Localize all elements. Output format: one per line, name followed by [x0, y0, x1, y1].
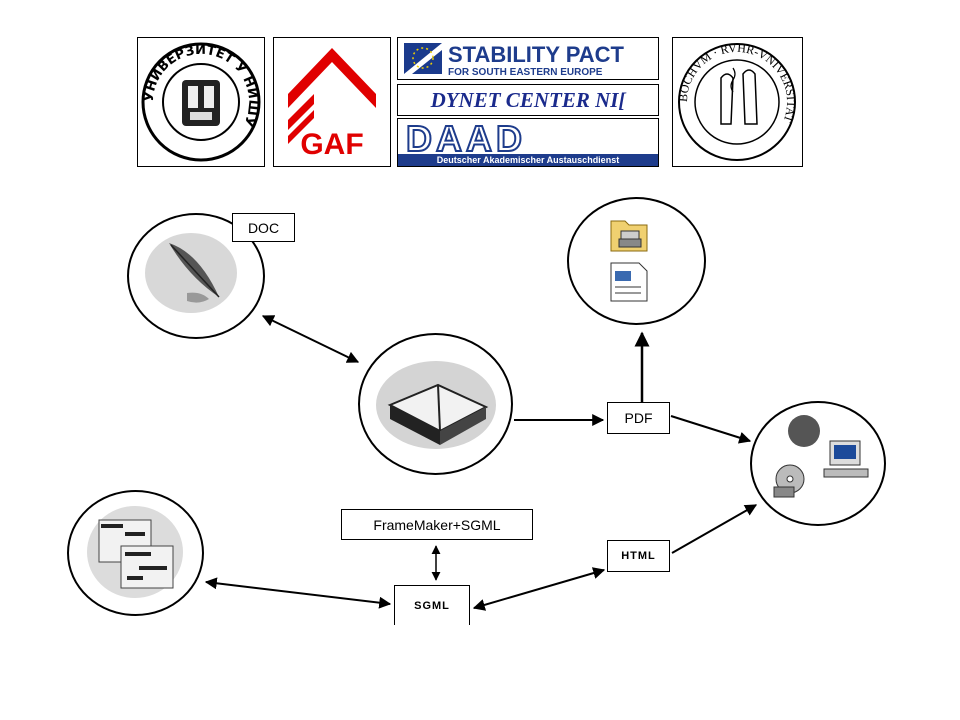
- quill-pen-icon: [145, 233, 237, 313]
- daad-text: DAAD: [406, 119, 526, 159]
- gaf-logo: GAF: [273, 37, 391, 167]
- cd-disc-icon: [773, 464, 805, 498]
- arrow-pdf-web: [670, 415, 752, 444]
- html-label-box: HTML: [607, 540, 670, 572]
- dynet-center-text: DYNET CENTER NI[: [430, 87, 626, 112]
- print-output-node: [567, 197, 706, 325]
- document-icon: [610, 262, 648, 302]
- globe-icon: [788, 415, 820, 447]
- sgml-label-box: SGML: [394, 585, 470, 625]
- printer-folder-icon: [610, 220, 648, 252]
- university-nis-logo: УНИВЕРЗИТЕТ У НИШУ: [137, 37, 265, 167]
- authoring-node: [127, 213, 265, 339]
- arrow-sgml-html: [472, 567, 606, 611]
- doc-label-box: DOC: [232, 213, 295, 242]
- gaf-house-icon: GAF: [288, 48, 376, 161]
- sgml-label: SGML: [414, 599, 450, 612]
- spreadsheet-documents-icon: [87, 506, 183, 598]
- dynet-center-logo: DYNET CENTER NI[: [397, 84, 659, 116]
- computer-icon: [823, 440, 869, 478]
- data-sources-node: [67, 490, 204, 616]
- pdf-label-box: PDF: [607, 402, 670, 434]
- book-node: [358, 333, 513, 475]
- arrow-html-web: [671, 504, 758, 554]
- daad-subtitle: Deutscher Akademischer Austauschdienst: [437, 155, 619, 165]
- web-delivery-node: [750, 401, 886, 526]
- arrow-data-sgml: [204, 577, 392, 609]
- bochum-seal-icon: BOCHVM · RVHR-VNIVERSITAT: [676, 41, 798, 161]
- open-book-icon: [376, 361, 496, 449]
- ruhr-university-bochum-logo: BOCHVM · RVHR-VNIVERSITAT: [672, 37, 803, 167]
- framemaker-sgml-box: FrameMaker+SGML: [341, 509, 533, 540]
- stability-pact-logo: STABILITY PACT FOR SOUTH EASTERN EUROPE: [397, 37, 659, 80]
- pdf-label: PDF: [624, 410, 653, 426]
- arrow-doc-book: [261, 315, 360, 363]
- framemaker-sgml-label: FrameMaker+SGML: [373, 516, 501, 533]
- university-seal-icon: УНИВЕРЗИТЕТ У НИШУ: [141, 42, 261, 162]
- stability-pact-subtitle: FOR SOUTH EASTERN EUROPE: [448, 67, 603, 78]
- doc-label: DOC: [247, 219, 280, 236]
- stability-pact-title: STABILITY PACT: [448, 42, 625, 67]
- html-label: HTML: [621, 550, 656, 562]
- daad-logo: DAAD Deutscher Akademischer Austauschdie…: [397, 118, 659, 167]
- gaf-text: GAF: [300, 128, 363, 161]
